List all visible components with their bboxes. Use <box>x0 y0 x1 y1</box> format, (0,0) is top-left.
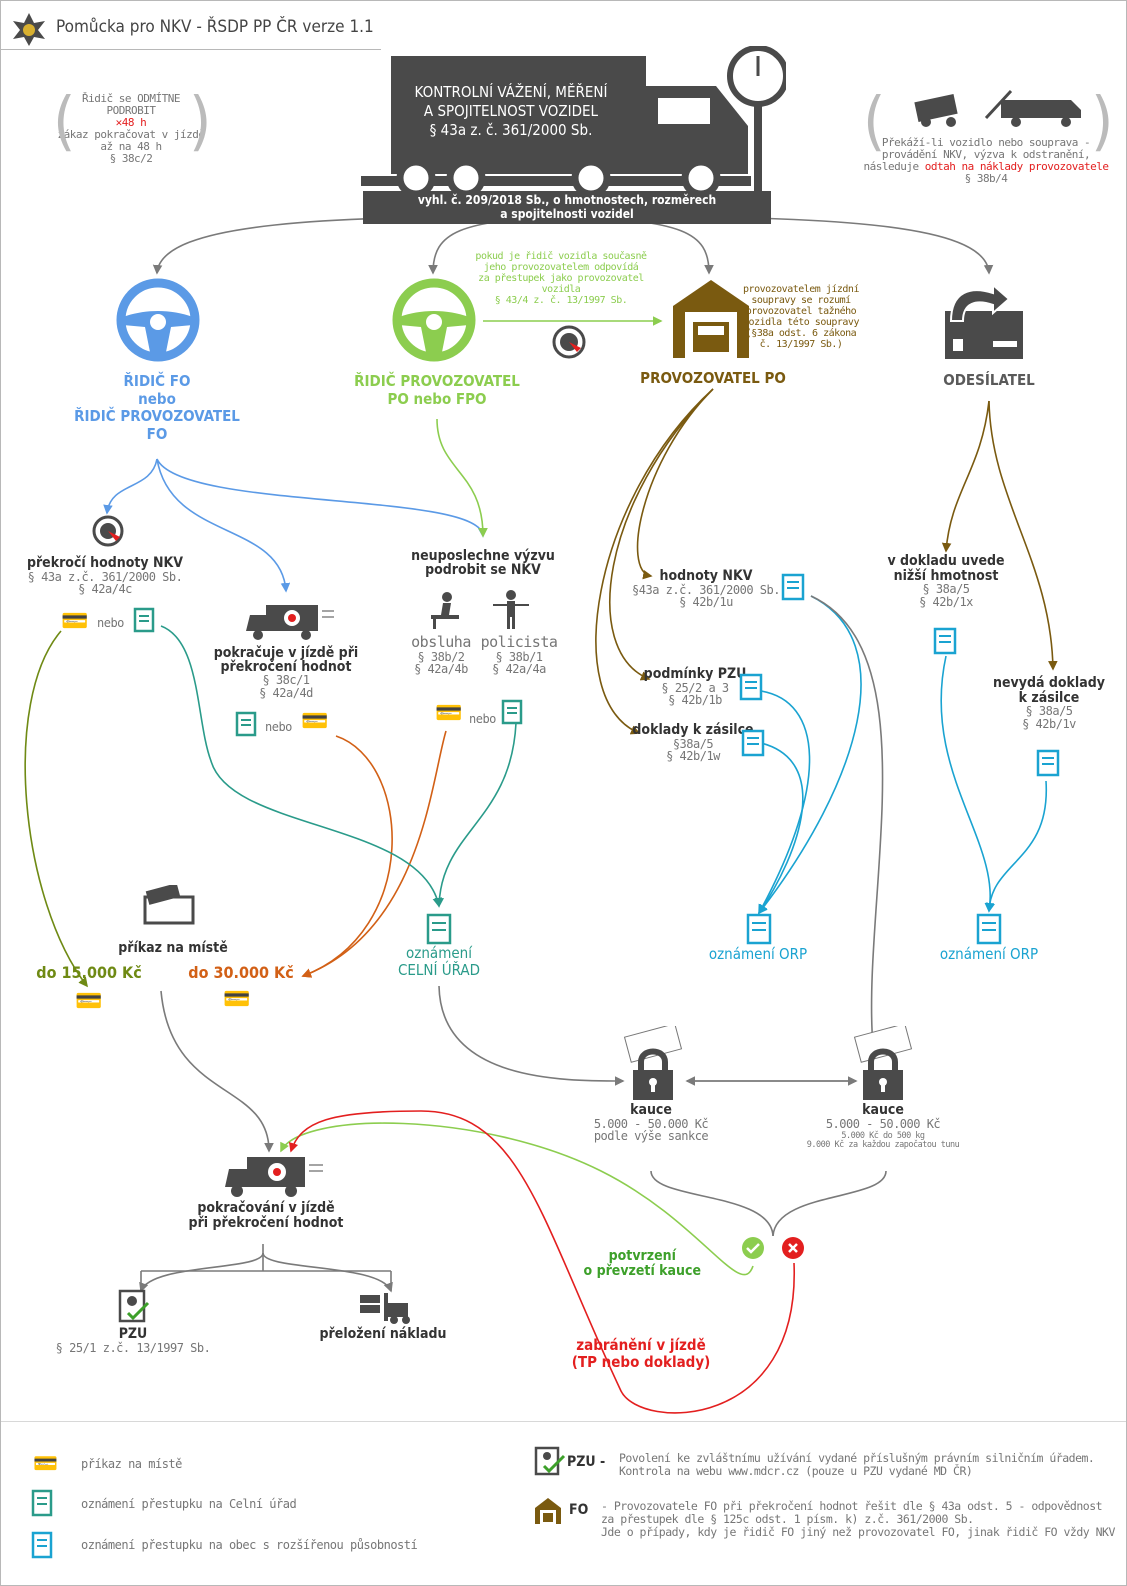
box-lower-weight: v dokladu uvede nižší hmotnost § 38a/5 §… <box>887 553 1005 609</box>
truck-gauge-icon <box>225 1157 323 1197</box>
padlock-icon <box>853 1026 913 1100</box>
legend-orp: oznámení přestupku na obec s rozšířenou … <box>81 1538 418 1552</box>
driving-prevention: zabránění v jízdě(TP nebo doklady) <box>571 1336 711 1371</box>
document-icon <box>235 711 257 737</box>
document-icon <box>133 607 155 633</box>
wallet-icon: 💳 <box>435 701 463 726</box>
box-no-documents: nevydá doklady k zásilce § 38a/5 § 42b/1… <box>993 675 1105 731</box>
nebo-label: nebo <box>265 720 292 734</box>
check-icon <box>742 1237 764 1259</box>
document-icon <box>426 913 452 945</box>
box-pzu-conditions: podmínky PZU § 25/2 a 3 § 42b/1b <box>643 666 747 708</box>
document-icon <box>741 729 765 757</box>
gauge-icon <box>552 325 586 359</box>
legend-fo-text: - Provozovatele FO při překročení hodnot… <box>601 1499 1115 1540</box>
legend-divider <box>1 1421 1126 1422</box>
fine-up-to-15000: do 15.000 Kč <box>36 963 142 982</box>
orp-notice-1: oznámení ORP <box>708 945 808 963</box>
orp-notice-2: oznámení ORP <box>939 945 1039 963</box>
paren-left: ( <box>53 85 76 159</box>
operator-desk-icon <box>431 592 459 629</box>
cross-icon <box>782 1237 804 1259</box>
nebo-label: nebo <box>97 616 124 630</box>
note-obstruct: Překáží-li vozidlo nebo souprava -provád… <box>863 136 1109 186</box>
pzu-block: PZU § 25/1 z.č. 13/1997 Sb. <box>55 1326 211 1355</box>
banner-subtitle: vyhl. č. 209/2018 Sb., o hmotnostech, ro… <box>417 193 717 221</box>
document-icon <box>31 1489 53 1517</box>
truck-gauge-icon <box>246 605 334 640</box>
permit-icon <box>534 1446 566 1476</box>
paren-right-2: ) <box>1091 85 1114 159</box>
document-icon <box>1036 749 1060 777</box>
garage-truck-icon <box>535 1498 561 1524</box>
legend-customs: oznámení přestupku na Celní úřad <box>81 1497 297 1511</box>
box-continues-driving: pokračuje v jízdě při překročení hodnot … <box>213 645 359 700</box>
obsluha-block: obsluha§ 38b/2§ 42a/4b <box>411 633 471 677</box>
wallet-icon: 💳 <box>75 989 103 1014</box>
box-exceeds-nkv: překročí hodnoty NKV § 43a z.č. 361/2000… <box>26 555 184 597</box>
padlock-icon <box>623 1026 683 1100</box>
banner-sub-box <box>363 191 771 224</box>
paren-left-2: ( <box>863 85 886 159</box>
legend-pzu-label: PZU - <box>567 1454 606 1470</box>
page-title: Pomůcka pro NKV - ŘSDP PP ČR verze 1.1 <box>56 17 374 37</box>
nebo-label: nebo <box>469 712 496 726</box>
document-icon <box>501 699 523 725</box>
permit-icon <box>118 1289 150 1323</box>
gauge-icon <box>92 515 124 547</box>
forklift-icon <box>360 1293 410 1324</box>
legend-fo-label: FO <box>569 1502 589 1518</box>
x-icon: ✕ <box>115 116 123 130</box>
policista-block: policista§ 38b/1§ 42a/4a <box>480 633 558 677</box>
actor-operator-po: PROVOZOVATEL PO <box>640 369 786 387</box>
sender-package-icon <box>945 282 1023 359</box>
box-shipment-documents: doklady k zásilce §38a/5 § 42b/1w <box>632 722 754 764</box>
header-divider <box>1 49 381 50</box>
document-icon <box>739 673 763 701</box>
steering-wheel-green-icon <box>392 278 476 362</box>
document-icon <box>976 913 1002 945</box>
steering-wheel-blue-icon <box>116 278 200 362</box>
wallet-icon: 💳 <box>61 609 89 634</box>
document-icon <box>781 573 805 601</box>
legend-pzu-text: Povolení ke zvláštnímu užívání vydané př… <box>619 1451 1095 1479</box>
wallet-cash-icon <box>143 885 195 925</box>
fine-up-to-30000: do 30.000 Kč <box>188 963 294 982</box>
wallet-icon: 💳 <box>301 709 329 734</box>
wallet-icon: 💳 <box>33 1451 58 1475</box>
bail-2: kauce 5.000 - 50.000 Kč 5.000 Kč do 500 … <box>806 1102 960 1151</box>
police-star-logo <box>13 13 45 46</box>
actor-sender: ODESÍLATEL <box>943 371 1035 389</box>
weighing-truck-banner <box>361 46 786 198</box>
document-icon <box>31 1531 53 1559</box>
box-nkv-values: hodnoty NKV §43a z.č. 361/2000 Sb. § 42b… <box>632 568 780 610</box>
tow-truck-icon <box>914 89 1081 127</box>
legend-on-spot: příkaz na místě <box>81 1457 182 1471</box>
on-spot-fine: příkaz na místě <box>118 940 228 956</box>
paren-right: ) <box>189 85 212 159</box>
cargo-transfer: přeložení nákladu <box>319 1326 447 1342</box>
document-icon <box>746 913 772 945</box>
policeman-icon <box>493 590 529 629</box>
garage-truck-icon <box>673 280 749 358</box>
document-icon <box>933 627 957 655</box>
wallet-icon: 💳 <box>223 987 251 1012</box>
bail-1: kauce 5.000 - 50.000 Kč podle výše sankc… <box>593 1102 709 1144</box>
